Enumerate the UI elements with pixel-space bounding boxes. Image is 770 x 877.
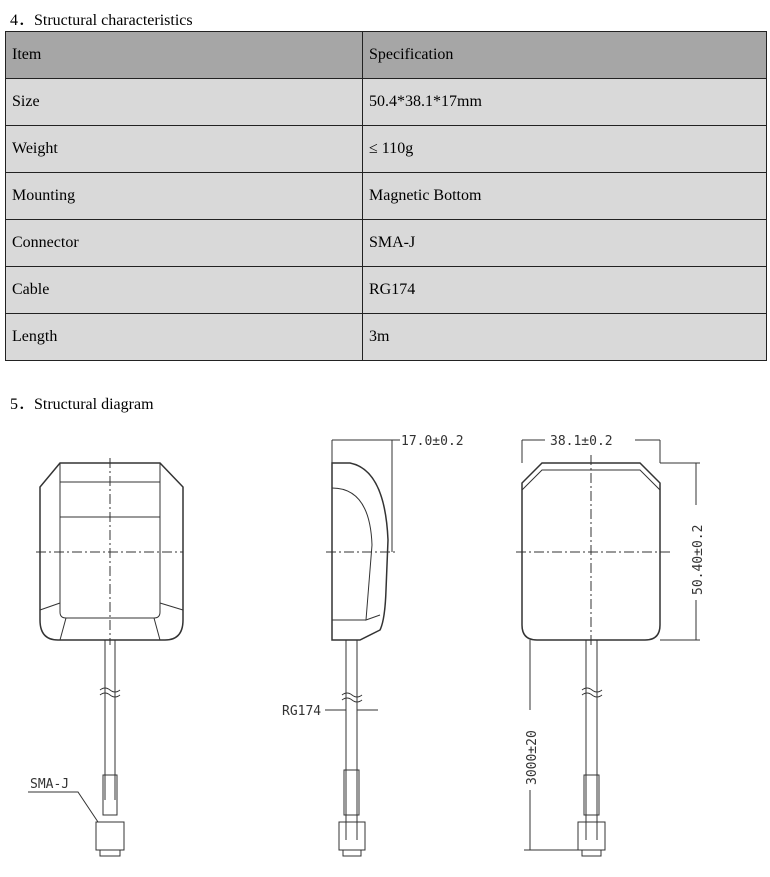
side-view — [325, 439, 400, 857]
connector-label: SMA-J — [30, 777, 69, 792]
cable-length-dimension: 3000±20 — [525, 730, 540, 785]
width-dimension: 38.1±0.2 — [550, 434, 613, 449]
section-5-title: 5．Structural diagram — [10, 396, 154, 413]
header-item: Item — [5, 31, 363, 79]
thickness-dimension: 17.0±0.2 — [401, 434, 464, 449]
front-view — [28, 458, 184, 857]
section-4-title: 4．Structural characteristics — [10, 12, 193, 29]
header-spec: Specification — [362, 31, 767, 79]
cable-label: RG174 — [282, 704, 321, 719]
height-dimension: 50.40±0.2 — [691, 525, 706, 595]
back-view — [516, 439, 700, 857]
